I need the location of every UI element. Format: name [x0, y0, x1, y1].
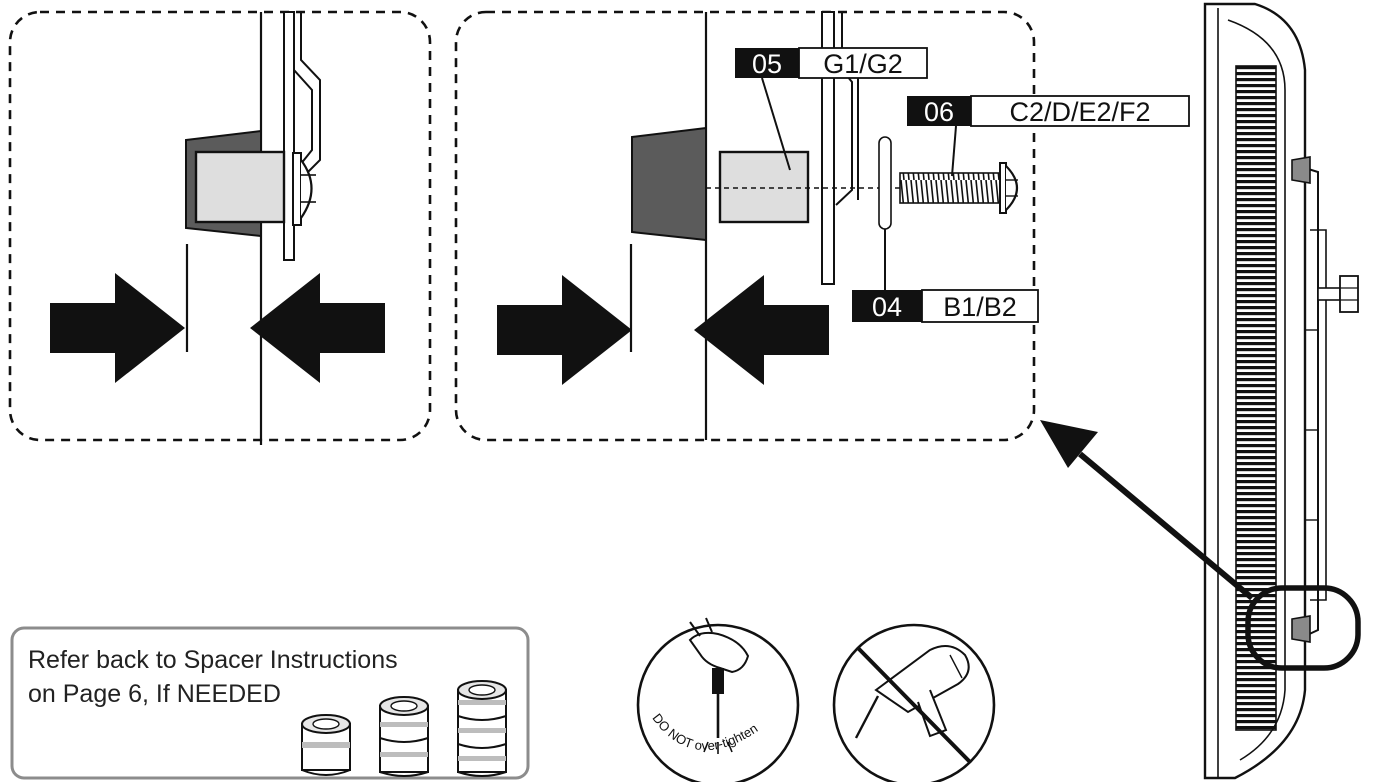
screw-head-icon [292, 152, 316, 226]
note-line-2: on Page 6, If NEEDED [28, 680, 281, 708]
tv-inner-edge [1217, 8, 1286, 778]
tv-spacer-top [1291, 156, 1311, 184]
part-label-washer: 04 B1/B2 [852, 289, 1039, 323]
panel-border [8, 10, 432, 442]
push-arrow-right-icon [497, 275, 632, 385]
spacer-icon [194, 150, 286, 224]
washer-icon [878, 136, 892, 230]
tv-mount-bolt-icon [1317, 275, 1359, 313]
part-codes: C2/D/E2/F2 [1009, 97, 1150, 127]
part-number: 04 [872, 292, 902, 322]
spacer-stack-triple-icon [457, 680, 507, 777]
leader-line-screw [951, 125, 957, 177]
spacer-note-box: Refer back to Spacer Instructions on Pag… [10, 626, 530, 780]
part-codes: B1/B2 [943, 292, 1017, 322]
spacer-icon [718, 150, 810, 224]
bracket-plate [283, 11, 321, 261]
part-number: 05 [752, 49, 782, 79]
detail-panel-assembled [8, 10, 432, 445]
tv-side-view [1203, 2, 1361, 780]
part-label-screw: 06 C2/D/E2/F2 [907, 95, 1190, 127]
hand-screwdriver-warning-icon: DO NOT over-tighten [636, 617, 800, 782]
spacer-stack-double-icon [379, 696, 429, 777]
part-codes: G1/G2 [823, 49, 903, 79]
tv-boss-block [631, 126, 707, 242]
push-arrow-left-icon [250, 273, 385, 383]
push-arrow-right-icon [50, 273, 185, 383]
push-arrow-left-icon [694, 275, 829, 385]
tv-spacer-bottom [1291, 615, 1311, 643]
panel-border [454, 10, 1036, 442]
tv-vent-grille [1235, 65, 1277, 731]
tv-mount-plate [1304, 167, 1327, 637]
bolt-icon [899, 162, 1019, 214]
part-label-spacer: 05 G1/G2 [735, 47, 928, 79]
detail-panel-exploded: 05 G1/G2 06 C2/D/E2/F2 04 B1/B2 [454, 10, 1190, 442]
part-number: 06 [924, 97, 954, 127]
zoom-arrow-icon [1040, 420, 1254, 601]
spacer-stack-single-icon [301, 714, 351, 776]
no-power-drill-icon [832, 623, 996, 782]
note-line-1: Refer back to Spacer Instructions [28, 646, 398, 674]
leader-line-spacer [761, 77, 791, 171]
highlight-ring [1245, 585, 1361, 671]
